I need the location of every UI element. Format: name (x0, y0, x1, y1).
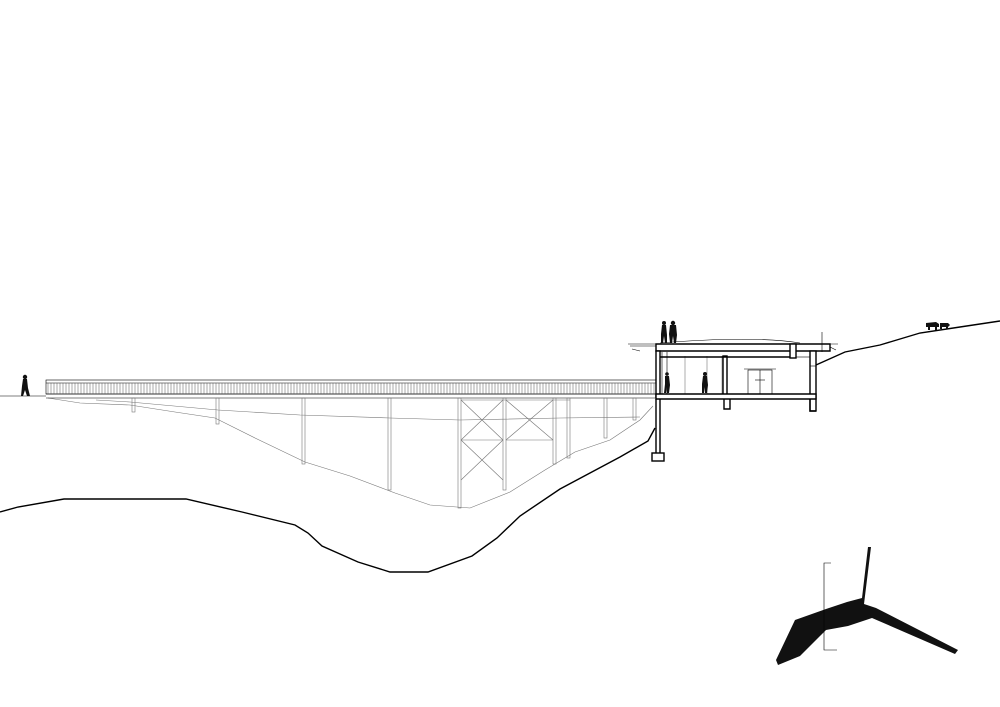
valley-background-line (47, 397, 654, 509)
pavilion-building (628, 320, 1000, 462)
bridge-deck (45, 379, 657, 399)
person-figure-icon-interior (702, 372, 708, 393)
roof-overhang-left (628, 343, 656, 352)
ground-section-line (0, 427, 656, 573)
ground-line-right (815, 320, 1000, 366)
cross-bracing (460, 399, 570, 481)
person-figure-icon-stair (664, 372, 670, 393)
cattle-figure-icon (926, 322, 950, 330)
roof-overhang-right (829, 343, 838, 351)
person-figure-icon (21, 374, 30, 396)
bridge-railing (47, 383, 655, 394)
person-figure-icon-roof-1 (661, 321, 667, 343)
valley-background-line-2 (95, 399, 641, 421)
key-plan-icon (776, 547, 958, 665)
person-figure-icon-roof-2 (669, 320, 677, 343)
bridge-piers (131, 397, 637, 509)
